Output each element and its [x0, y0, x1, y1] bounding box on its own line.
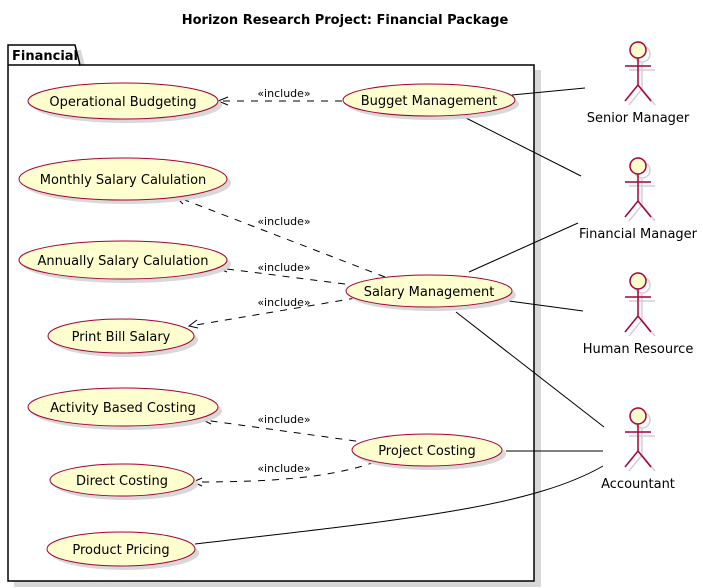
actors: Senior Manager Financial Manager Human R… [579, 41, 698, 492]
svg-text:Direct Costing: Direct Costing [76, 474, 168, 489]
actor-body [624, 174, 652, 218]
svg-text:Operational Budgeting: Operational Budgeting [49, 95, 196, 110]
include-label: «include» [257, 87, 310, 100]
include-label: «include» [257, 413, 310, 426]
actor-accountant: Accountant [601, 407, 675, 492]
actor-head [629, 157, 647, 175]
actor-body [624, 58, 652, 102]
svg-text:Print Bill Salary: Print Bill Salary [72, 330, 171, 345]
associations [194, 87, 605, 545]
use-case-annually-salary: Annually Salary Calulation [18, 240, 231, 283]
use-case-budget-management: Bugget Management [342, 83, 519, 120]
include-label: «include» [257, 215, 310, 228]
actor-body [624, 424, 652, 468]
actor-head [629, 41, 647, 59]
actor-head [629, 407, 647, 425]
include-label: «include» [257, 296, 310, 309]
svg-text:Salary Management: Salary Management [364, 285, 495, 300]
svg-text:Activity Based Costing: Activity Based Costing [50, 401, 196, 416]
use-case-activity-based-costing: Activity Based Costing [27, 387, 222, 430]
package-label: Financial [12, 49, 78, 64]
include-label: «include» [257, 261, 310, 274]
svg-text:Project Costing: Project Costing [378, 444, 476, 459]
include-label: «include» [257, 462, 310, 475]
use-cases: Operational Budgeting Bugget Management … [18, 82, 519, 570]
actor-senior-manager: Senior Manager [587, 41, 690, 126]
include-relations: «include» «include» «include» «include» … [174, 87, 386, 487]
assoc-pricing-accountant [194, 465, 604, 545]
diagram-title: Horizon Research Project: Financial Pack… [182, 13, 509, 28]
assoc-salary-hr [508, 300, 584, 312]
actor-head [629, 272, 647, 290]
svg-text:Product Pricing: Product Pricing [72, 543, 169, 558]
use-case-project-costing: Project Costing [351, 433, 506, 470]
svg-text:Annually Salary Calulation: Annually Salary Calulation [38, 254, 209, 269]
assoc-budget-financial [465, 117, 582, 177]
actor-label: Accountant [601, 477, 675, 492]
actor-financial-manager: Financial Manager [579, 157, 698, 242]
actor-human-resource: Human Resource [583, 272, 694, 357]
assoc-budget-senior [511, 87, 586, 96]
use-case-operational-budgeting: Operational Budgeting [27, 82, 222, 123]
use-case-product-pricing: Product Pricing [46, 531, 199, 570]
svg-text:Bugget Management: Bugget Management [361, 94, 498, 109]
actor-label: Financial Manager [579, 227, 698, 242]
use-case-monthly-salary: Monthly Salary Calulation [18, 157, 231, 204]
actor-label: Senior Manager [587, 111, 690, 126]
use-case-direct-costing: Direct Costing [49, 463, 198, 500]
svg-text:Monthly Salary Calulation: Monthly Salary Calulation [40, 173, 207, 188]
include-salary-print: «include» [187, 296, 357, 329]
assoc-salary-financial [468, 222, 579, 273]
actor-body [624, 289, 652, 333]
actor-label: Human Resource [583, 342, 694, 357]
use-case-salary-management: Salary Management [345, 274, 516, 311]
assoc-salary-accountant [455, 311, 605, 428]
use-case-print-bill-salary: Print Bill Salary [47, 318, 198, 357]
